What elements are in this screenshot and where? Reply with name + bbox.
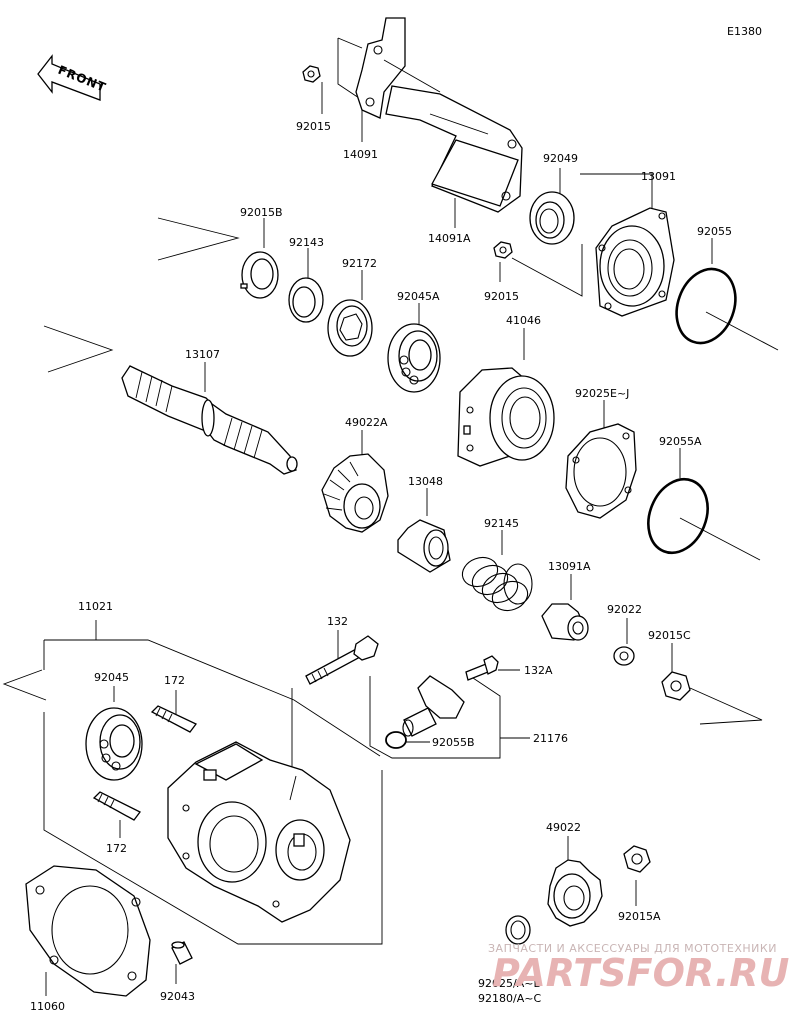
label-21176: 21176 — [533, 732, 568, 745]
stud-172-top — [150, 705, 197, 733]
label-13107: 13107 — [185, 348, 220, 361]
leader-lines-top — [321, 37, 713, 297]
bearing-92045 — [85, 707, 143, 781]
seal-92049 — [529, 191, 575, 245]
o-ring-92055A — [647, 477, 761, 561]
label-92015C: 92015C — [648, 629, 691, 642]
gear-49022 — [547, 859, 603, 927]
label-92055A: 92055A — [659, 435, 702, 448]
ring-92015B — [240, 251, 279, 299]
label-92045A: 92045A — [397, 290, 440, 303]
label-13091A: 13091A — [548, 560, 591, 573]
leader-lines-lower — [2, 620, 637, 996]
label-92180A-C: 92180/A~C — [478, 992, 541, 1005]
label-49022A: 49022A — [345, 416, 388, 429]
label-132: 132 — [327, 615, 348, 628]
label-92015-mid: 92015 — [484, 290, 519, 303]
label-13048: 13048 — [408, 475, 443, 488]
label-92145: 92145 — [484, 517, 519, 530]
washer-92022 — [613, 618, 635, 666]
nut-92015-mid — [493, 241, 513, 259]
stud-172-bottom — [92, 791, 141, 821]
label-92025E-J: 92025E~J — [575, 387, 629, 400]
seal-92172 — [327, 299, 373, 357]
label-92022: 92022 — [607, 603, 642, 616]
label-92172: 92172 — [342, 257, 377, 270]
watermark: ЗАПЧАСТИ И АКСЕССУАРЫ ДЛЯ МОТОТЕХНИКИ PA… — [488, 942, 790, 995]
label-92015A: 92015A — [618, 910, 661, 923]
case-11021 — [167, 741, 351, 923]
dowel-92043 — [171, 941, 193, 965]
spacer-13091A — [541, 603, 589, 641]
bevel-gear-49022A — [321, 453, 389, 533]
front-arrow-icon: FRONT — [37, 54, 108, 101]
label-92143: 92143 — [289, 236, 324, 249]
label-14091: 14091 — [343, 148, 378, 161]
label-172-top: 172 — [164, 674, 185, 687]
label-14091A: 14091A — [428, 232, 471, 245]
housing-13091 — [595, 207, 675, 317]
label-92043: 92043 — [160, 990, 195, 1003]
collar-92143 — [288, 277, 324, 323]
bearing-92045A — [387, 323, 441, 393]
label-11021: 11021 — [78, 600, 113, 613]
leader-lines-mid — [43, 217, 681, 600]
label-11060: 11060 — [30, 1000, 65, 1013]
label-41046: 41046 — [506, 314, 541, 327]
o-ring-92055 — [675, 267, 779, 351]
nut-92015-top — [302, 65, 321, 83]
nut-92015C — [661, 643, 763, 725]
label-92055: 92055 — [697, 225, 732, 238]
label-92015-top: 92015 — [296, 120, 331, 133]
label-92055B: 92055B — [432, 736, 475, 749]
carrier-41046 — [457, 367, 555, 467]
label-92025A-D: 92025/A~D — [478, 977, 542, 990]
o-ring-92055B — [385, 731, 407, 749]
watermark-brand: PARTSFOR.RU — [492, 951, 790, 995]
coupling-13048 — [397, 519, 451, 573]
watermark-tagline: ЗАПЧАСТИ И АКСЕССУАРЫ ДЛЯ МОТОТЕХНИКИ — [488, 942, 777, 955]
sensor-21176 — [402, 675, 465, 737]
bolt-132A — [465, 655, 499, 681]
gasket-92025E-J — [565, 423, 637, 519]
label-132A: 132A — [524, 664, 553, 677]
shim-92025A-D — [505, 915, 531, 945]
label-49022: 49022 — [546, 821, 581, 834]
bracket-14091A — [385, 85, 523, 213]
bolt-132 — [305, 635, 379, 685]
label-13091: 13091 — [641, 170, 676, 183]
label-92045: 92045 — [94, 671, 129, 684]
label-172-bottom: 172 — [106, 842, 127, 855]
bracket-14091 — [355, 17, 441, 119]
spring-92145 — [461, 556, 533, 612]
label-92049: 92049 — [543, 152, 578, 165]
label-92015B: 92015B — [240, 206, 283, 219]
shaft-13107 — [121, 365, 298, 475]
diagram-code: E1380 — [727, 25, 762, 38]
nut-92015A — [623, 845, 651, 873]
gasket-11060 — [25, 865, 151, 997]
